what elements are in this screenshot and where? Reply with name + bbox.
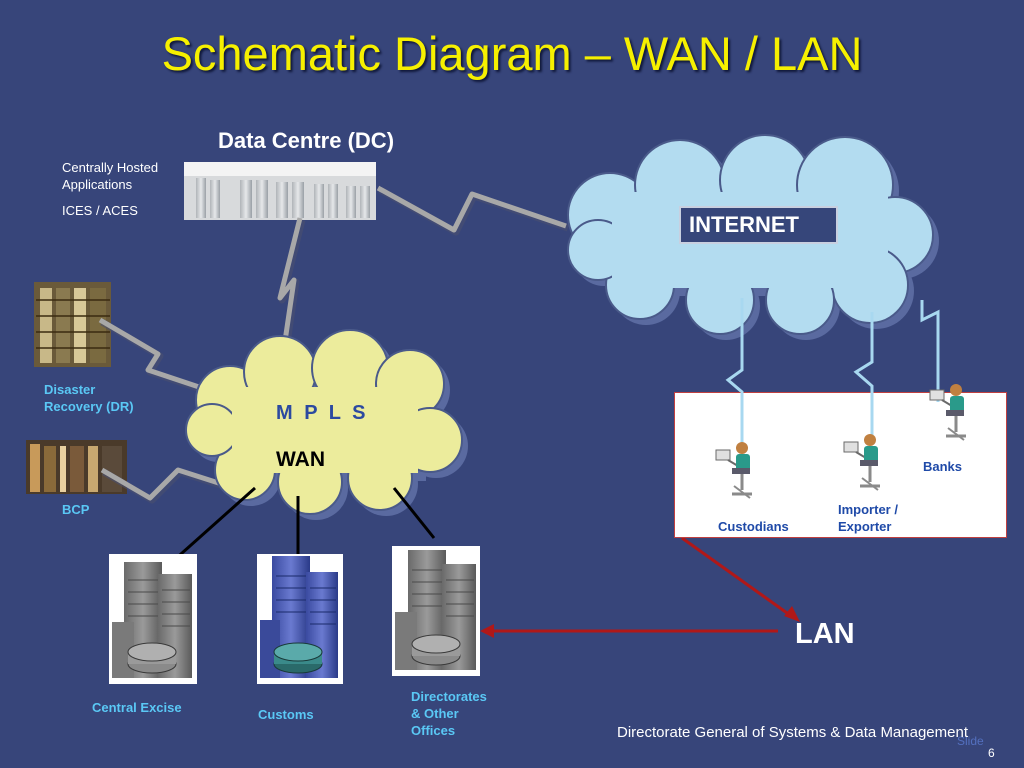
central-excise-building-icon <box>109 554 197 684</box>
lan-label: LAN <box>795 618 855 650</box>
dc-internet-link <box>376 185 567 233</box>
data-centre-desc-line1: Centrally Hosted <box>62 160 159 175</box>
dc-mpls-link <box>277 217 303 349</box>
importer-exporter-user-icon <box>843 434 880 491</box>
mpls-building-links <box>171 486 436 564</box>
directorates-building-icon <box>392 546 480 676</box>
directorates-label-line3: Offices <box>411 723 456 738</box>
custodian-user-icon <box>715 442 752 499</box>
wan-label: WAN <box>276 448 325 471</box>
data-centre-desc-line2: Applications <box>62 177 133 192</box>
bcp-mpls-link <box>100 467 229 501</box>
internet-label: INTERNET <box>679 206 838 244</box>
custodians-label: Custodians <box>718 519 789 534</box>
data-centre-photo <box>184 162 376 220</box>
dr-mpls-link <box>98 317 209 393</box>
mpls-cloud <box>185 329 468 520</box>
lan-box <box>674 392 1007 538</box>
directorates-label-line2: & Other <box>411 706 459 721</box>
bcp-label: BCP <box>62 502 90 517</box>
banks-label: Banks <box>923 459 963 474</box>
central-excise-label: Central Excise <box>92 700 182 715</box>
dr-label-line1: Disaster <box>44 382 96 397</box>
wan-links <box>98 185 570 504</box>
slide-title: Schematic Diagram – WAN / LAN <box>161 27 863 80</box>
directorates-label-line1: Directorates <box>411 689 487 704</box>
customs-label: Customs <box>258 707 314 722</box>
data-centre-apps: ICES / ACES <box>62 203 138 218</box>
importer-label-line1: Importer / <box>838 502 898 517</box>
dr-photo <box>34 282 111 367</box>
lan-arrows <box>480 536 800 638</box>
mpls-label: M P L S <box>276 402 369 424</box>
data-centre-title: Data Centre (DC) <box>218 128 395 153</box>
importer-label-line2: Exporter <box>838 519 892 534</box>
slide-number: 6 <box>988 746 995 760</box>
footer-text: Directorate General of Systems & Data Ma… <box>617 724 968 741</box>
dr-label-line2: Recovery (DR) <box>44 399 134 414</box>
customs-building-icon <box>257 554 343 684</box>
slide-word-label: Slide <box>957 734 984 748</box>
bank-user-icon <box>929 384 966 441</box>
